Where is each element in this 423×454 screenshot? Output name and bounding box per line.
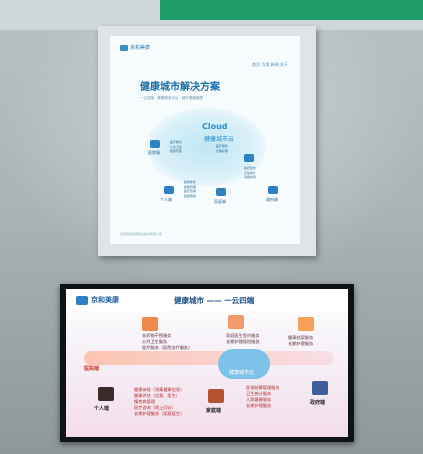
- poster-nav: 首页 方案 新闻 关于: [252, 62, 288, 67]
- cloud-icon: [218, 349, 270, 379]
- family-icon: [216, 188, 226, 196]
- screen-logo: 京和美康: [76, 295, 119, 305]
- gov-tag: 政府端: [310, 400, 326, 406]
- screen-header: [66, 289, 348, 311]
- cloud-label-en: Cloud: [202, 122, 228, 131]
- person-tag: 个人端: [94, 406, 110, 412]
- list-bottom: · 健康体检· 慢病管理· 医疗咨询· 健康档案: [182, 180, 196, 198]
- green-wall-band: [160, 0, 423, 20]
- node-gov: 政府端: [266, 197, 278, 202]
- family-tag: 家庭端: [206, 408, 222, 414]
- mid-service-text: 家庭医生签约服务长期护理保险服务: [226, 333, 260, 344]
- list-right: · 政府监管· 卫生统计· 决策支持: [242, 166, 256, 179]
- screen: 京和美康 健康城市 —— 一云四端 非药物干预服务公共卫生服务医疗服务（医院治疗…: [66, 289, 348, 437]
- service-icon: [298, 317, 314, 331]
- hospital-icon: [142, 317, 158, 331]
- screen-title: 健康城市 —— 一云四端: [174, 296, 255, 305]
- cloud-graphic: [146, 108, 266, 186]
- lightbox-frame: 京和美康 首页 方案 新闻 关于 健康城市解决方案 一云四端 · 健康服务平台 …: [98, 26, 316, 256]
- node-family: 家庭端: [214, 199, 226, 204]
- poster-footer: 北京京和美康信息技术有限公司: [120, 232, 163, 236]
- hospital-icon: [150, 140, 160, 148]
- poster: 京和美康 首页 方案 新闻 关于 健康城市解决方案 一云四端 · 健康服务平台 …: [110, 36, 300, 244]
- left-service-text: 非药物干预服务公共卫生服务医疗服务（医院治疗服务）: [142, 333, 193, 350]
- person-service-text: 健康体检（采集健康信息）健康评估（自我、医生）慢性病管理医疗咨询（网上问诊）长期…: [134, 387, 185, 416]
- node-person: 个人端: [160, 197, 172, 202]
- logo-icon: [120, 44, 128, 51]
- poster-logo: 京和美康: [120, 44, 150, 51]
- government-building-icon: [312, 381, 328, 395]
- right-service-text: 健康档案服务长期护理服务: [288, 335, 314, 346]
- gov-service-text: 医保结算管理服务卫生统计服务人群健康服务长期护理服务: [246, 385, 280, 408]
- hospital-tag: 医院端: [84, 366, 100, 372]
- gov-icon: [244, 154, 254, 162]
- list-left: · 医疗服务· 公共卫生· 健康管理: [168, 140, 182, 153]
- monitor: 京和美康 健康城市 —— 一云四端 非药物干预服务公共卫生服务医疗服务（医院治疗…: [60, 284, 354, 442]
- poster-title: 健康城市解决方案: [140, 82, 220, 93]
- cloud-label-cn: 健康城市云: [204, 136, 235, 143]
- node-hospital: 医院端: [148, 150, 160, 155]
- person-icon: [164, 186, 174, 194]
- logo-icon: [76, 295, 88, 305]
- cloud-label: 健康城市云: [229, 370, 255, 376]
- flow-band: [84, 351, 334, 365]
- building-icon: [268, 186, 278, 194]
- list-mid: · 医疗服务· 长期护理: [214, 144, 228, 153]
- family-doctor-icon: [228, 315, 244, 329]
- poster-subtitle: 一云四端 · 健康服务平台 · 城市健康管理: [140, 96, 203, 100]
- person-icon: [98, 387, 114, 401]
- family-icon: [208, 389, 224, 403]
